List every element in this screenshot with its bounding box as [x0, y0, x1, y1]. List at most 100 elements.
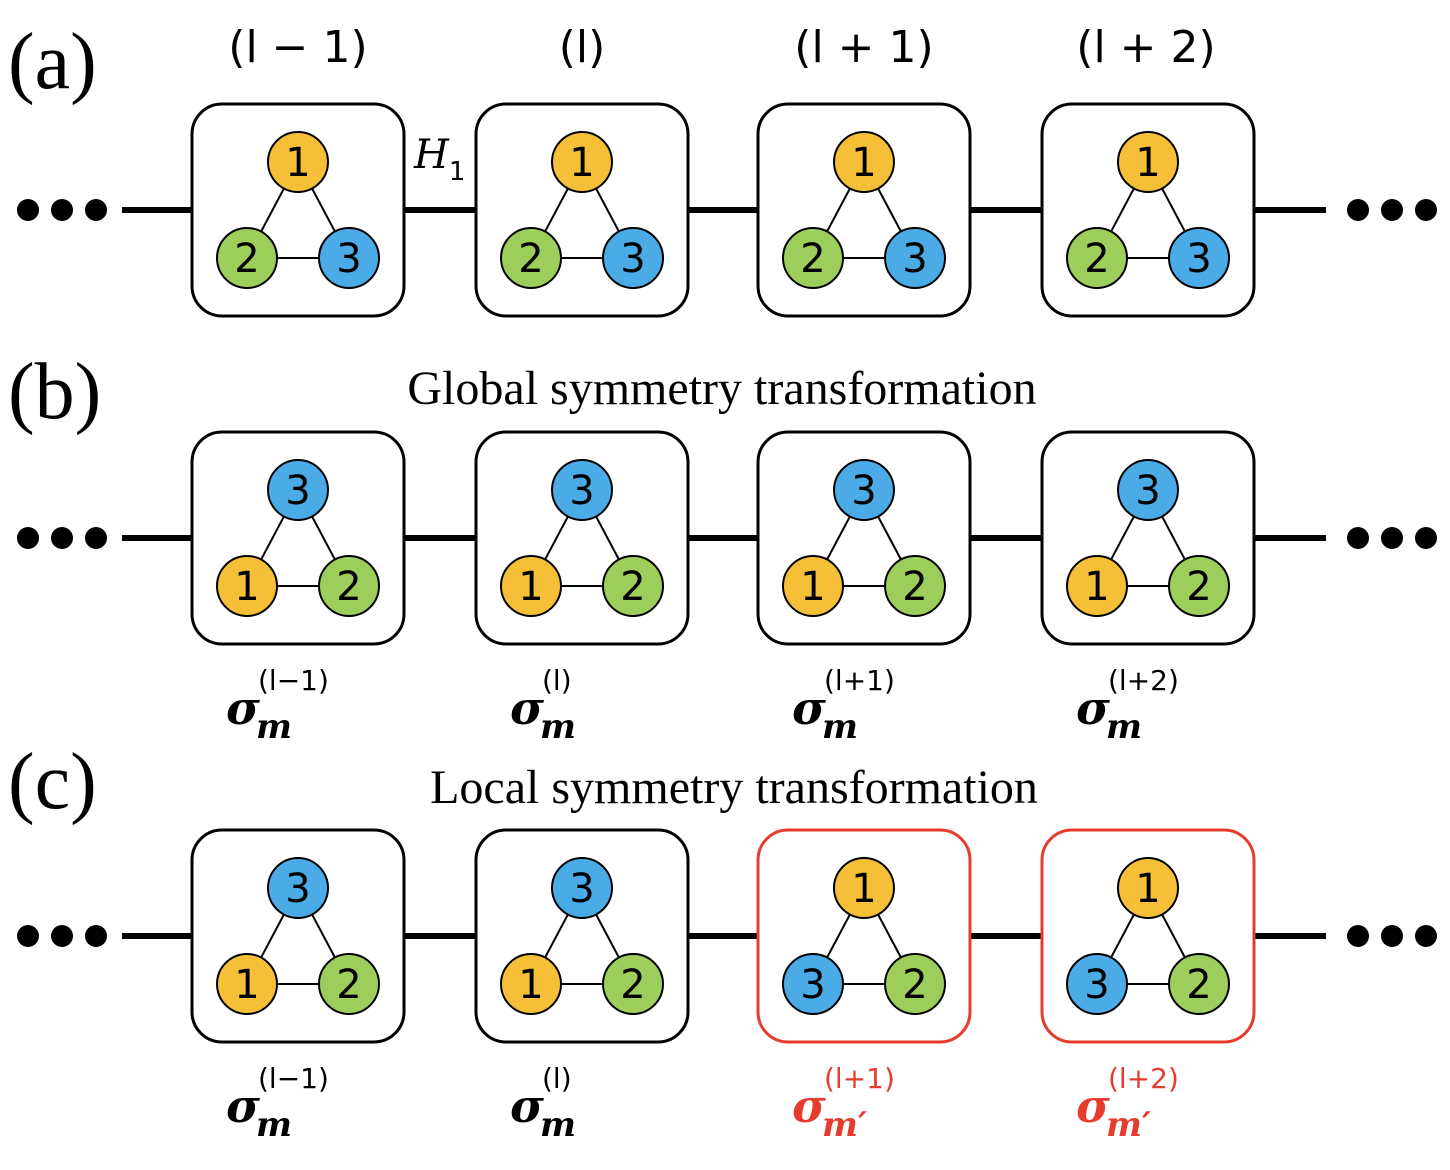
site-number: 2 — [620, 962, 645, 1008]
ellipsis-dot-right — [1415, 925, 1437, 947]
site-number: 1 — [851, 140, 876, 186]
sigma-superscript: (l+2) — [1108, 1062, 1179, 1095]
site-number: 1 — [518, 564, 543, 610]
site-node — [1168, 555, 1230, 617]
site-node — [602, 953, 664, 1015]
ellipsis-dot-right — [1347, 527, 1369, 549]
section-title-local: Local symmetry transformation — [430, 761, 1038, 814]
unit-cell: 1 2 3 — [756, 102, 972, 318]
ellipsis-dot-left — [51, 925, 73, 947]
ellipsis-dot-right — [1381, 527, 1403, 549]
sigma-symbol: σ — [226, 681, 260, 735]
site-node — [884, 953, 946, 1015]
site-node — [267, 459, 329, 521]
panel-label-b: (b) — [8, 348, 101, 436]
site-node — [216, 227, 278, 289]
sigma-subscript: m′ — [1106, 1105, 1151, 1145]
panel-label-c: (c) — [8, 738, 97, 826]
site-number: 3 — [285, 866, 310, 912]
site-node — [216, 555, 278, 617]
sigma-symbol: σ — [1076, 681, 1110, 735]
site-number: 2 — [1084, 236, 1109, 282]
sigma-superscript: (l) — [542, 664, 572, 697]
site-number: 3 — [1135, 468, 1160, 514]
site-node — [1117, 857, 1179, 919]
site-node — [833, 857, 895, 919]
site-node — [500, 555, 562, 617]
site-number: 1 — [1135, 866, 1160, 912]
unit-cell: 1 2 3 — [1040, 102, 1256, 318]
site-number: 2 — [518, 236, 543, 282]
cell-index-label: (l + 2) — [1076, 22, 1215, 73]
ellipsis-dot-left — [85, 527, 107, 549]
sigma-subscript: m — [1106, 707, 1142, 747]
site-number: 1 — [800, 564, 825, 610]
section-title-global: Global symmetry transformation — [407, 362, 1036, 415]
site-node — [267, 857, 329, 919]
site-number: 3 — [1186, 236, 1211, 282]
ellipsis-dot-right — [1347, 199, 1369, 221]
site-number: 2 — [902, 962, 927, 1008]
unit-cell: 3 1 2 — [190, 430, 406, 646]
site-node — [1066, 227, 1128, 289]
sigma-symbol: σ — [1076, 1079, 1110, 1133]
site-number: 3 — [1084, 962, 1109, 1008]
site-node — [551, 131, 613, 193]
site-node — [782, 227, 844, 289]
site-number: 3 — [800, 962, 825, 1008]
ellipsis-dot-left — [85, 199, 107, 221]
unit-cell: 3 1 2 — [1040, 430, 1256, 646]
site-node — [884, 555, 946, 617]
site-number: 2 — [800, 236, 825, 282]
ellipsis-dot-left — [51, 527, 73, 549]
site-number: 2 — [336, 564, 361, 610]
unit-cell: 1 2 3 — [474, 102, 690, 318]
site-node — [216, 953, 278, 1015]
ellipsis-dot-right — [1381, 199, 1403, 221]
site-number: 1 — [518, 962, 543, 1008]
sigma-subscript: m — [256, 1105, 292, 1145]
sigma-subscript: m′ — [822, 1105, 867, 1145]
site-node — [318, 227, 380, 289]
site-number: 1 — [1135, 140, 1160, 186]
site-node — [1168, 953, 1230, 1015]
sigma-superscript: (l−1) — [258, 1062, 329, 1095]
sigma-superscript: (l+2) — [1108, 664, 1179, 697]
site-node — [1168, 227, 1230, 289]
sigma-superscript: (l−1) — [258, 664, 329, 697]
cell-index-label: (l) — [559, 22, 606, 73]
site-node — [833, 131, 895, 193]
site-node — [551, 459, 613, 521]
ellipsis-dot-right — [1347, 925, 1369, 947]
site-node — [318, 555, 380, 617]
sigma-symbol: σ — [510, 1079, 544, 1133]
site-number: 2 — [1186, 564, 1211, 610]
site-node — [884, 227, 946, 289]
sigma-subscript: m — [540, 1105, 576, 1145]
site-node — [782, 555, 844, 617]
site-node — [500, 953, 562, 1015]
ellipsis-dot-left — [17, 199, 39, 221]
site-node — [551, 857, 613, 919]
site-number: 1 — [1084, 564, 1109, 610]
panel-label-a: (a) — [8, 18, 97, 106]
site-number: 3 — [285, 468, 310, 514]
sigma-symbol: σ — [792, 1079, 826, 1133]
sigma-subscript: m — [822, 707, 858, 747]
sigma-superscript: (l+1) — [824, 664, 895, 697]
site-number: 2 — [336, 962, 361, 1008]
site-number: 2 — [620, 564, 645, 610]
site-number: 3 — [902, 236, 927, 282]
site-node — [1117, 459, 1179, 521]
site-number: 3 — [620, 236, 645, 282]
site-number: 2 — [234, 236, 259, 282]
site-number: 1 — [234, 564, 259, 610]
sigma-subscript: m — [540, 707, 576, 747]
sigma-symbol: σ — [792, 681, 826, 735]
ellipsis-dot-left — [17, 925, 39, 947]
site-number: 1 — [569, 140, 594, 186]
